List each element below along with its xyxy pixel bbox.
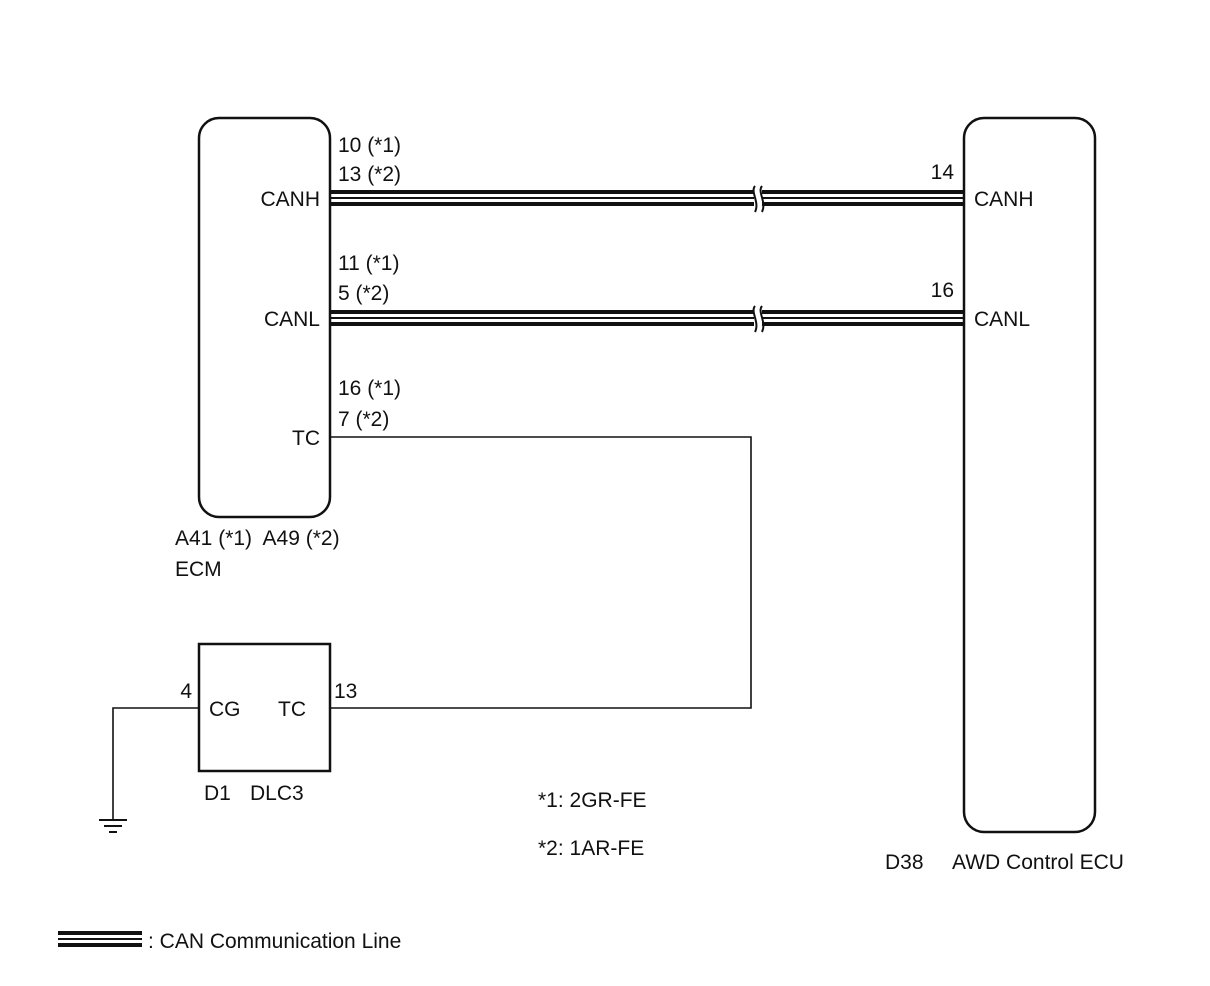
ecm-tc-pin-1: 16 (*1) xyxy=(338,377,401,400)
dlc-cg-pin: 4 xyxy=(180,680,192,703)
ecm-canl-pin-2: 5 (*2) xyxy=(338,282,389,305)
dlc3-box xyxy=(197,642,332,773)
awd-name: AWD Control ECU xyxy=(952,851,1124,874)
awd-canh-label: CANH xyxy=(974,188,1034,211)
ecm-connector-code: A41 (*1) A49 (*2) xyxy=(175,527,340,550)
ecm-name: ECM xyxy=(175,558,222,581)
ground-icon xyxy=(99,819,127,833)
can-line-legend-label: : CAN Communication Line xyxy=(148,930,401,953)
awd-canh-pin: 14 xyxy=(931,161,955,184)
ecm-tc-label: TC xyxy=(292,427,320,450)
awd-canl-pin: 16 xyxy=(931,279,954,302)
ecm-canh-pin-2: 13 (*2) xyxy=(338,163,401,186)
awd-connector-code: D38 xyxy=(885,851,924,874)
awd-canl-label: CANL xyxy=(974,308,1030,331)
ecm-canh-pin-1: 10 (*1) xyxy=(338,134,401,157)
dlc-cg-label: CG xyxy=(209,698,241,721)
ecm-canh-label: CANH xyxy=(260,188,320,211)
dlc-tc-label: TC xyxy=(278,698,306,721)
dlc-connector-code: D1 xyxy=(204,782,231,805)
ecm-canl-label: CANL xyxy=(264,308,320,331)
canl-can-line xyxy=(330,305,964,333)
dlc-name: DLC3 xyxy=(250,782,304,805)
note-1ar-fe: *2: 1AR-FE xyxy=(538,837,644,860)
tc-wire xyxy=(330,436,752,709)
can-line-legend-icon xyxy=(58,931,142,947)
note-2gr-fe: *1: 2GR-FE xyxy=(538,789,647,812)
dlc-tc-pin: 13 xyxy=(334,680,357,703)
awd-ecu-box xyxy=(962,116,1097,834)
cg-ground-wire xyxy=(112,707,199,820)
ecm-canl-pin-1: 11 (*1) xyxy=(338,252,399,275)
ecm-tc-pin-2: 7 (*2) xyxy=(338,408,389,431)
canh-can-line xyxy=(330,185,964,213)
